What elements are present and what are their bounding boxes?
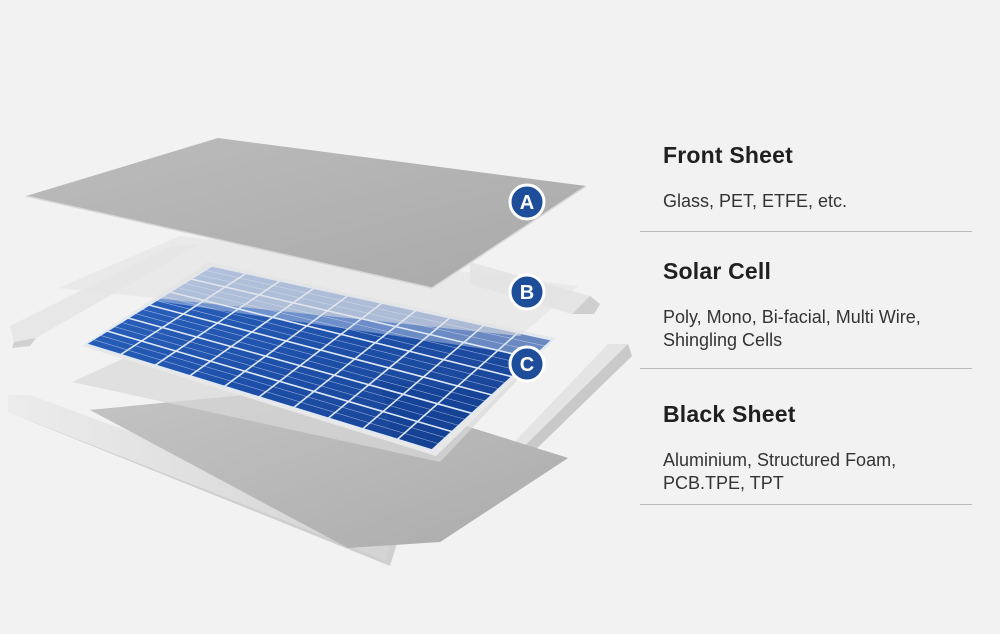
legend-item-solar-cell: Solar Cell Poly, Mono, Bi-facial, Multi …	[640, 232, 972, 369]
front-sheet	[26, 138, 586, 288]
legend-title-black-sheet: Black Sheet	[663, 401, 796, 427]
badge-a: A	[508, 183, 546, 221]
legend-desc-solar-cell: Poly, Mono, Bi-facial, Multi Wire, Shing…	[663, 307, 921, 350]
legend-desc-black-sheet: Aluminium, Structured Foam, PCB.TPE, TPT	[663, 450, 897, 493]
svg-text:A: A	[520, 192, 534, 214]
legend-item-black-sheet: Black Sheet Aluminium, Structured Foam, …	[640, 369, 972, 505]
svg-text:B: B	[520, 282, 534, 304]
legend-item-front-sheet: Front Sheet Glass, PET, ETFE, etc.	[640, 130, 972, 232]
legend-title-solar-cell: Solar Cell	[663, 258, 772, 284]
encapsulant-upper	[58, 236, 578, 336]
frame-rail-back	[10, 244, 200, 348]
legend-title-front-sheet: Front Sheet	[663, 142, 793, 168]
badge-b: B	[508, 273, 546, 311]
svg-text:C: C	[520, 354, 534, 376]
legend-desc-front-sheet: Glass, PET, ETFE, etc.	[663, 191, 848, 211]
badge-c: C	[508, 345, 546, 383]
